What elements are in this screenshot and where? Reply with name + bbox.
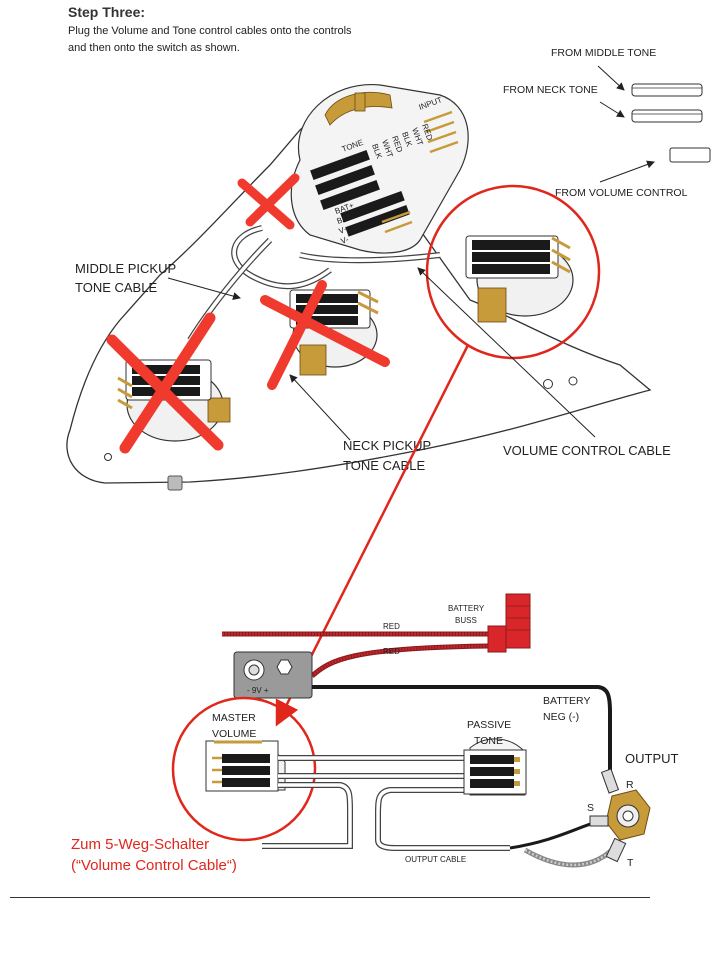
output-cable (375, 787, 510, 851)
screw-hole (543, 379, 553, 389)
brass-lug (324, 91, 393, 126)
red-wire-label: RED (383, 622, 400, 631)
cross-out-mark (260, 280, 390, 390)
step-heading: Step Three: (68, 4, 146, 20)
middle-pickup-label: TONE CABLE (75, 280, 157, 295)
jack-ring-label: R (626, 779, 634, 791)
board-bat-label: V- (340, 235, 350, 246)
shield-braid (523, 847, 614, 868)
passive-tone-pot (463, 738, 527, 796)
instruction-line-1: Plug the Volume and Tone control cables … (68, 25, 352, 37)
instruction-text: Plug the Volume and Tone control cables … (68, 23, 352, 57)
highlight-circle-top (425, 184, 601, 360)
master-volume-label: VOLUME (212, 728, 256, 740)
output-jack-stub (167, 475, 183, 491)
battery-9v (233, 651, 313, 699)
volume-control-cable-label: VOLUME CONTROL CABLE (503, 443, 671, 458)
battery-buss-connector (487, 593, 531, 653)
screw-hole (104, 453, 112, 461)
cable-end-volume (669, 147, 711, 163)
cross-out-mark (106, 312, 224, 454)
battery-buss-label: BATTERY (448, 604, 485, 613)
circuit-board: TONE INPUT BLK WHT RED BLK WHT RED BAT+ … (290, 84, 469, 254)
switch-note-line-1: Zum 5-Weg-Schalter (71, 836, 209, 853)
highlight-circle-bottom (171, 696, 317, 842)
neck-pickup-label: TONE CABLE (343, 458, 425, 473)
from-volume-control-label: FROM VOLUME CONTROL (555, 187, 688, 199)
output-label: OUTPUT (625, 751, 679, 766)
red-wire-label: RED (383, 647, 400, 656)
volume-pot (465, 235, 574, 323)
jack-tip-label: T (627, 857, 634, 869)
switch-note-line-2: (“Volume Control Cable“) (71, 857, 237, 874)
brass-lug (354, 92, 366, 112)
bottom-divider (10, 897, 650, 898)
master-volume-pot (205, 740, 286, 792)
passive-tone-label: TONE (474, 735, 503, 747)
neck-pickup-label: NECK PICKUP (343, 438, 431, 453)
cable-end-neck (631, 109, 703, 123)
board-bat-label: V+ (338, 224, 351, 236)
output-cable-label: OUTPUT CABLE (405, 855, 466, 864)
screw-hole (568, 376, 578, 386)
battery-neg-label: BATTERY (543, 695, 590, 707)
middle-pickup-label: MIDDLE PICKUP (75, 261, 176, 276)
from-middle-tone-label: FROM MIDDLE TONE (551, 47, 656, 59)
cross-out-mark (237, 173, 300, 230)
switch-cable (262, 782, 353, 849)
battery-buss-label: BUSS (455, 616, 477, 625)
from-neck-tone-label: FROM NECK TONE (503, 84, 598, 96)
battery-neg-label: NEG (-) (543, 711, 579, 723)
jack-sleeve-label: S (587, 802, 594, 814)
cable-end-middle (631, 83, 703, 97)
passive-tone-label: PASSIVE (467, 719, 511, 731)
master-volume-label: MASTER (212, 712, 256, 724)
output-jack (589, 768, 651, 863)
battery-neg-wire (312, 685, 612, 770)
instruction-line-2: and then onto the switch as shown. (68, 42, 240, 54)
battery-polarity-label: - 9V + (247, 686, 269, 695)
